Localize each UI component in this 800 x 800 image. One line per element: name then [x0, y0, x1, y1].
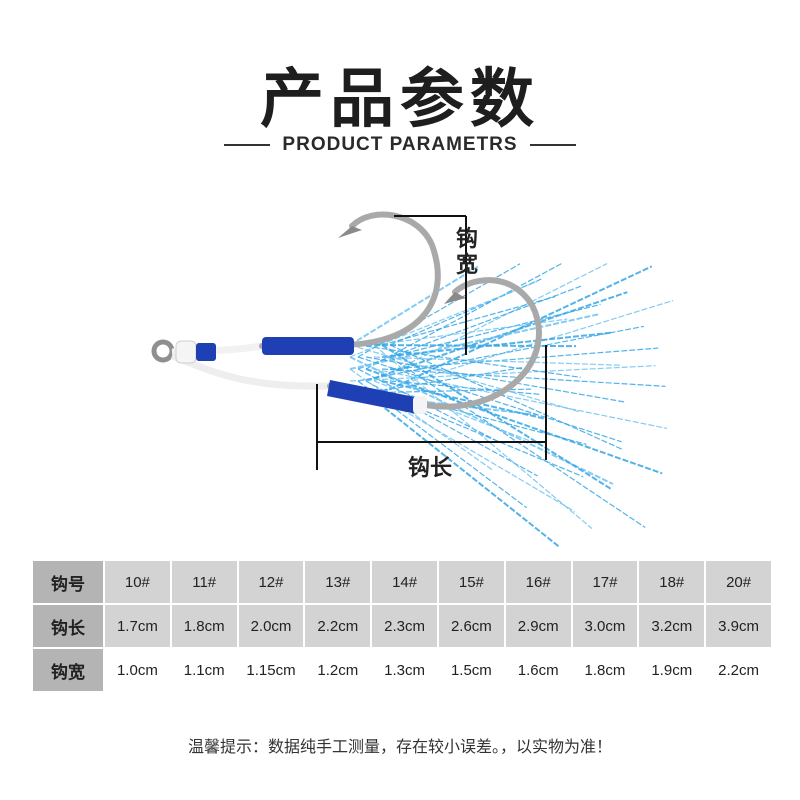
tinsel-strand: [365, 368, 663, 475]
page-title: 产品参数: [260, 63, 540, 137]
tinsel-strand: [349, 368, 493, 471]
tinsel-strand: [349, 265, 479, 346]
tinsel-strand: [373, 356, 621, 366]
row-header: 钩长: [33, 605, 103, 649]
tinsel-strand: [373, 392, 575, 512]
table-cell: 20#: [706, 561, 771, 605]
tinsel-strand: [373, 318, 568, 346]
table-cell: 1.7cm: [105, 605, 170, 649]
thread-end-cap: [413, 396, 427, 414]
disclaimer-tip: 温馨提示：数据纯手工测量，存在较小误差。，以实物为准！: [187, 737, 612, 756]
table-cell: 13#: [305, 561, 371, 605]
table-cell: 12#: [238, 561, 304, 605]
table-cell: 1.0cm: [105, 649, 170, 693]
product-image: [151, 211, 674, 549]
tinsel-strand: [373, 344, 593, 530]
tinsel-strand: [365, 356, 625, 403]
tinsel-strand: [389, 344, 623, 451]
hook-upper-barb: [338, 226, 362, 238]
table-cell: 1.9cm: [639, 649, 705, 693]
tinsel-strand: [357, 344, 581, 378]
table-cell: 2.3cm: [372, 605, 437, 649]
subtitle-rule-right: [529, 144, 576, 146]
table-cell: 18#: [639, 561, 705, 605]
tinsel-strand: [365, 367, 523, 394]
cord-sleeve: [175, 340, 197, 364]
hook-lower-barb: [444, 292, 466, 304]
table-cell: 2.9cm: [505, 605, 571, 649]
table-cell: 1.3cm: [372, 649, 437, 693]
hook-width-label: 钩宽: [455, 227, 478, 278]
table-cell: 1.2cm: [305, 649, 371, 693]
table-cell: 17#: [572, 561, 638, 605]
tinsel-strand: [365, 392, 561, 549]
tinsel-strand: [389, 303, 601, 358]
hook-upper: [259, 211, 441, 349]
table-cell: 16#: [505, 561, 571, 605]
table-cell: 15#: [438, 561, 504, 605]
tinsel-strand: [349, 280, 538, 358]
tinsel-strand: [365, 291, 628, 382]
tinsel-strand: [349, 313, 599, 370]
tinsel-strand: [373, 263, 608, 382]
table-cell: 2.0cm: [238, 605, 304, 649]
tinsel-strand: [381, 344, 612, 490]
table-cell: 3.0cm: [572, 605, 638, 649]
table-cell: 1.6cm: [505, 649, 571, 693]
subtitle-row: PRODUCT PARAMETRS: [0, 134, 800, 156]
tinsel-strand: [365, 344, 577, 348]
table-cell: 3.2cm: [639, 605, 705, 649]
tinsel-strand: [349, 365, 656, 382]
tinsel-strand: [373, 368, 668, 429]
table-cell: 3.9cm: [706, 605, 771, 649]
tinsel-strand: [381, 380, 544, 420]
table-cell: 1.15cm: [238, 649, 304, 693]
hook-upper-thread: [262, 337, 354, 355]
split-ring: [151, 339, 175, 363]
row-header: 钩宽: [33, 649, 103, 693]
table-cell: 1.5cm: [438, 649, 504, 693]
table-cell: 11#: [171, 561, 237, 605]
table-cell: 2.2cm: [305, 605, 371, 649]
table-cell: 2.2cm: [706, 649, 771, 693]
tinsel-strand: [381, 296, 556, 346]
table-cell: 14#: [372, 561, 437, 605]
hook-lower-thread: [327, 380, 420, 414]
cord-blue-wrap: [196, 343, 216, 361]
table-cell: 2.6cm: [438, 605, 504, 649]
table-cell: 1.8cm: [171, 605, 237, 649]
hook-length-label: 钩长: [408, 456, 453, 481]
table-cell: 1.1cm: [171, 649, 237, 693]
table-cell: 10#: [105, 561, 170, 605]
page-subtitle: PRODUCT PARAMETRS: [282, 134, 518, 155]
tinsel-strand: [373, 380, 544, 447]
subtitle-rule-left: [224, 144, 271, 146]
hook-lower: [327, 277, 542, 410]
table-cell: 1.8cm: [572, 649, 638, 693]
row-header: 钩号: [33, 561, 103, 605]
